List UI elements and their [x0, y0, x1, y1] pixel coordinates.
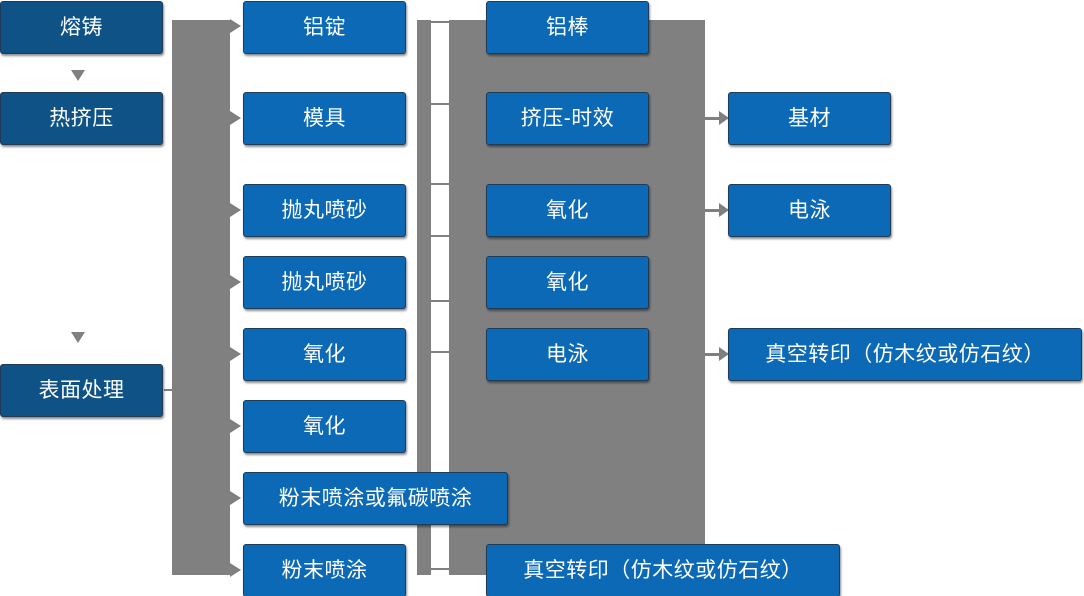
band-arrow-col2-5 — [230, 347, 241, 361]
arrow-shaft — [705, 116, 719, 120]
process-box-aluminum-bar[interactable]: 铝棒 — [486, 1, 649, 54]
stage-label: 表面处理 — [38, 378, 125, 402]
rail-tie-2 — [431, 103, 449, 105]
process-label: 粉末喷涂 — [281, 558, 368, 582]
process-box-shot-blasting-1[interactable]: 抛丸喷砂 — [243, 184, 406, 237]
process-label: 氧化 — [303, 342, 346, 366]
band-arrow-col2-8 — [230, 563, 241, 577]
rail-tie-1 — [431, 21, 449, 23]
process-box-vacuum-transfer-printing-1[interactable]: 真空转印（仿木纹或仿石纹） — [486, 544, 840, 596]
process-label: 氧化 — [546, 270, 589, 294]
process-label: 电泳 — [546, 342, 589, 366]
process-label: 氧化 — [303, 414, 346, 438]
rail-tie-5 — [431, 300, 449, 302]
process-box-aluminum-ingot[interactable]: 铝锭 — [243, 1, 406, 54]
stub-surface-treatment — [164, 389, 184, 391]
process-box-electrophoresis-1[interactable]: 电泳 — [486, 328, 649, 381]
arrow-to-output-1 — [705, 111, 729, 125]
stage-box-surface-treatment[interactable]: 表面处理 — [0, 364, 163, 417]
band-arrow-col2-2 — [230, 111, 241, 125]
band-arrow-col2-6 — [230, 419, 241, 433]
process-box-oxidation-1[interactable]: 氧化 — [243, 328, 406, 381]
band-down-arrow-1 — [71, 70, 85, 81]
band-arrow-col2-1 — [230, 19, 241, 33]
stage-label: 热挤压 — [49, 106, 114, 130]
arrow-to-output-2 — [705, 203, 729, 217]
process-label: 模具 — [303, 106, 346, 130]
band-down-arrow-2 — [71, 332, 85, 343]
output-label: 基材 — [788, 106, 831, 130]
process-label: 抛丸喷砂 — [281, 270, 368, 294]
process-label: 挤压-时效 — [520, 106, 615, 130]
process-box-powder-coating[interactable]: 粉末喷涂 — [243, 544, 406, 596]
rail-tie-3 — [431, 183, 449, 185]
rail-tie-6 — [431, 351, 449, 353]
process-label: 氧化 — [546, 198, 589, 222]
output-box-vacuum-transfer-printing[interactable]: 真空转印（仿木纹或仿石纹） — [728, 328, 1082, 381]
stage-box-hot-extrusion[interactable]: 热挤压 — [0, 92, 163, 145]
stage-label: 熔铸 — [60, 15, 103, 39]
arrow-head — [719, 203, 729, 217]
process-box-oxidation-3[interactable]: 氧化 — [486, 184, 649, 237]
rail-tie-4 — [431, 235, 449, 237]
arrow-head — [719, 347, 729, 361]
process-box-oxidation-2[interactable]: 氧化 — [243, 400, 406, 453]
rail-tie-7 — [431, 568, 449, 570]
arrow-head — [719, 111, 729, 125]
process-label: 粉末喷涂或氟碳喷涂 — [278, 486, 473, 510]
process-box-oxidation-4[interactable]: 氧化 — [486, 256, 649, 309]
band-arrow-col2-3 — [230, 203, 241, 217]
process-label: 真空转印（仿木纹或仿石纹） — [523, 558, 803, 582]
process-box-powder-or-fluorocarbon-coating[interactable]: 粉末喷涂或氟碳喷涂 — [243, 472, 508, 525]
process-box-mold[interactable]: 模具 — [243, 92, 406, 145]
output-label: 真空转印（仿木纹或仿石纹） — [765, 342, 1045, 366]
process-label: 铝棒 — [546, 15, 589, 39]
process-box-extrusion-aging[interactable]: 挤压-时效 — [486, 92, 649, 145]
arrow-shaft — [705, 352, 719, 356]
output-label: 电泳 — [788, 198, 831, 222]
output-box-electrophoresis[interactable]: 电泳 — [728, 184, 891, 237]
process-label: 抛丸喷砂 — [281, 198, 368, 222]
process-box-shot-blasting-2[interactable]: 抛丸喷砂 — [243, 256, 406, 309]
band-arrow-col2-7 — [230, 491, 241, 505]
arrow-shaft — [705, 208, 719, 212]
connector-rail-narrow — [417, 20, 431, 575]
band-arrow-col2-4 — [230, 275, 241, 289]
stage-box-melt-casting[interactable]: 熔铸 — [0, 1, 163, 54]
connector-band-foot — [172, 370, 182, 575]
process-label: 铝锭 — [303, 15, 346, 39]
output-box-base-material[interactable]: 基材 — [728, 92, 891, 145]
arrow-to-output-3 — [705, 347, 729, 361]
